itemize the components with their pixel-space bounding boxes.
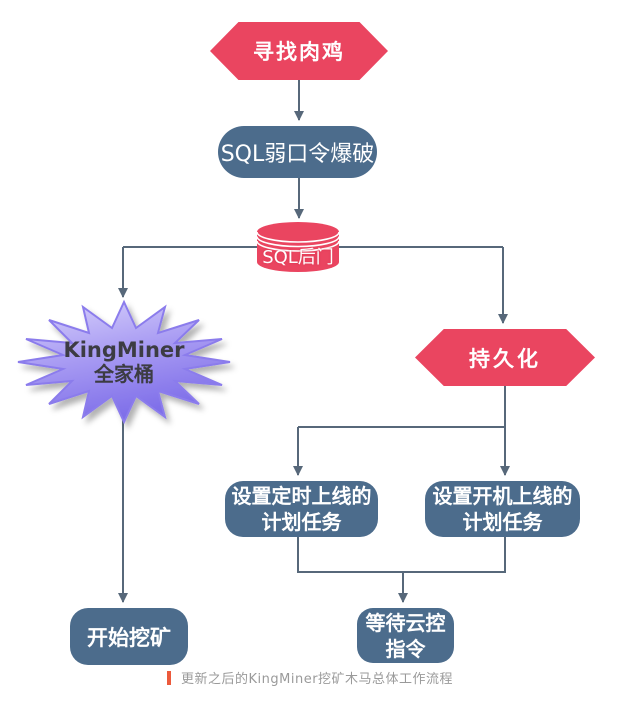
node-find-bots-label: 寻找肉鸡	[253, 40, 345, 64]
task-boot-line2: 计划任务	[462, 510, 543, 534]
node-kingminer-label: KingMiner 全家桶	[44, 334, 204, 390]
node-task-timed: 设置定时上线的 计划任务	[225, 481, 378, 537]
node-wait-c2: 等待云控 指令	[357, 608, 454, 663]
node-sql-brute-label: SQL弱口令爆破	[220, 142, 375, 167]
wait-c2-line1: 等待云控	[365, 610, 446, 635]
wait-c2-line2: 指令	[385, 636, 426, 661]
kingminer-line1: KingMiner	[63, 338, 185, 362]
node-sql-brute: SQL弱口令爆破	[218, 126, 377, 178]
node-task-boot: 设置开机上线的 计划任务	[425, 481, 580, 537]
node-find-bots: 寻找肉鸡	[210, 22, 388, 80]
task-timed-line1: 设置定时上线的	[231, 484, 372, 508]
caption-text: 更新之后的KingMiner挖矿木马总体工作流程	[181, 672, 454, 687]
node-start-mining-label: 开始挖矿	[87, 625, 171, 650]
caption-marker-bar	[167, 670, 171, 685]
node-persistence-label: 持久化	[469, 346, 541, 371]
task-boot-line1: 设置开机上线的	[432, 484, 573, 508]
node-start-mining: 开始挖矿	[70, 608, 188, 665]
diagram-caption: 更新之后的KingMiner挖矿木马总体工作流程	[167, 668, 453, 687]
task-timed-line2: 计划任务	[261, 510, 342, 534]
node-sql-backdoor-label: SQL后门	[262, 247, 334, 268]
database-cylinder-icon	[256, 222, 340, 272]
connector-line	[297, 537, 506, 573]
node-persistence: 持久化	[415, 329, 595, 386]
starburst-shape	[17, 299, 231, 425]
kingminer-line2: 全家桶	[94, 362, 154, 386]
